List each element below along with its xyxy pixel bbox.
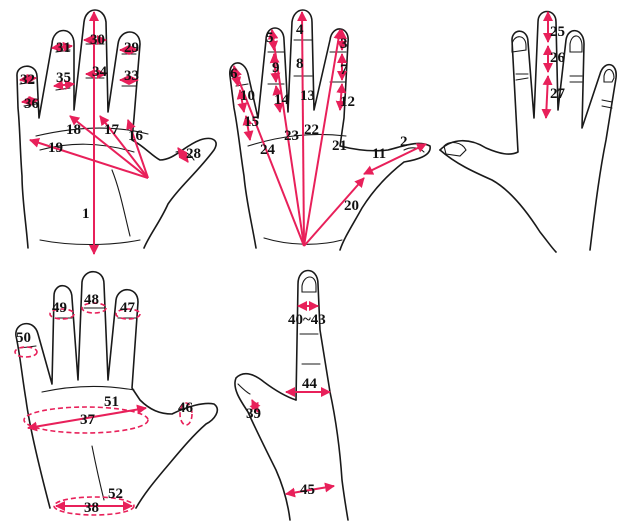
label-32: 32 — [20, 72, 35, 88]
label-49: 49 — [52, 300, 67, 316]
label-22: 22 — [304, 122, 319, 138]
label-38: 38 — [84, 500, 99, 516]
label-25: 25 — [550, 24, 565, 40]
hand-2-outline — [229, 9, 431, 251]
label-10: 10 — [240, 88, 255, 104]
label-1: 1 — [82, 206, 90, 222]
label-3: 3 — [340, 36, 348, 52]
label-12: 12 — [340, 94, 355, 110]
label-47: 47 — [120, 300, 136, 316]
hand-palm-top-left: 1 19 18 17 16 28 31 30 29 32 35 34 33 36 — [16, 9, 217, 255]
hand-back-top-right: 25 26 27 — [439, 10, 617, 253]
label-4: 4 — [296, 22, 304, 38]
label-24: 24 — [260, 142, 276, 158]
label-30: 30 — [90, 32, 105, 48]
label-18: 18 — [66, 122, 81, 138]
label-9: 9 — [272, 60, 280, 76]
label-5: 5 — [266, 30, 274, 46]
label-31: 31 — [56, 40, 71, 56]
label-17: 17 — [104, 122, 120, 138]
label-48: 48 — [84, 292, 99, 308]
label-7: 7 — [340, 62, 348, 78]
label-45: 45 — [300, 482, 315, 498]
label-46: 46 — [178, 400, 194, 416]
label-13: 13 — [300, 88, 315, 104]
label-52: 52 — [108, 486, 123, 502]
hand-1-outline — [16, 9, 217, 249]
label-39: 39 — [246, 406, 261, 422]
hand-side-bottom-middle: 40~43 44 45 39 — [234, 269, 349, 521]
label-26: 26 — [550, 50, 566, 66]
label-8: 8 — [296, 56, 304, 72]
label-14: 14 — [274, 92, 290, 108]
label-50: 50 — [16, 330, 31, 346]
hand-palm-bottom-left: 51 37 52 38 49 48 47 50 46 — [14, 270, 219, 516]
label-51: 51 — [104, 394, 119, 410]
hand-5-outline — [295, 269, 349, 521]
label-15: 15 — [244, 114, 259, 130]
hand-palm-top-middle: 4 8 13 22 5 9 14 23 3 7 12 21 6 10 15 24… — [229, 9, 431, 251]
label-44: 44 — [302, 376, 318, 392]
label-20: 20 — [344, 198, 359, 214]
label-34: 34 — [92, 64, 108, 80]
label-33: 33 — [124, 68, 139, 84]
label-6: 6 — [230, 66, 238, 82]
hand-4-outline — [15, 270, 219, 509]
label-35: 35 — [56, 70, 71, 86]
label-23: 23 — [284, 128, 299, 144]
label-28: 28 — [186, 146, 201, 162]
label-29: 29 — [124, 40, 139, 56]
label-16: 16 — [128, 128, 144, 144]
label-11: 11 — [372, 146, 386, 162]
label-19: 19 — [48, 140, 63, 156]
label-36: 36 — [24, 96, 40, 112]
hand-3-outline — [439, 10, 617, 251]
label-37: 37 — [80, 412, 96, 428]
label-2: 2 — [400, 134, 408, 150]
label-21: 21 — [332, 138, 347, 154]
label-40-43: 40~43 — [288, 312, 326, 328]
label-27: 27 — [550, 86, 566, 102]
